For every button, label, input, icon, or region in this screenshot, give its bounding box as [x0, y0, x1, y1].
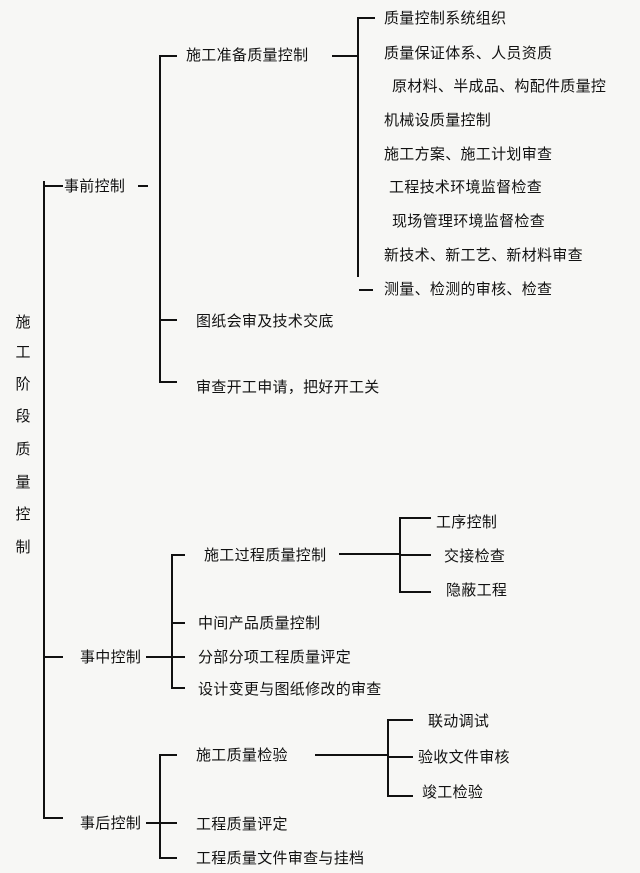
prep-item: 新技术、新工艺、新材料审查 — [384, 246, 583, 264]
prep-item: 施工方案、施工计划审查 — [384, 145, 553, 163]
root-char: 阶 — [15, 375, 31, 393]
prep-item: 原材料、半成品、构配件质量控 — [392, 77, 607, 95]
intermediate-product-label: 中间产品质量控制 — [198, 614, 321, 632]
prep-quality-label: 施工准备质量控制 — [186, 46, 309, 64]
prep-item: 工程技术环境监督检查 — [389, 178, 543, 196]
pre-control-label: 事前控制 — [64, 177, 126, 195]
prep-item: 质量控制系统组织 — [384, 9, 507, 27]
subdivision-evaluation-label: 分部分项工程质量评定 — [198, 648, 352, 666]
quality-evaluation-label: 工程质量评定 — [196, 815, 288, 833]
post-control-label: 事后控制 — [80, 814, 142, 832]
prep-item: 现场管理环境监督检查 — [392, 212, 546, 230]
prep-item: 质量保证体系、人员资质 — [384, 44, 553, 62]
inspection-label: 施工质量检验 — [196, 746, 288, 764]
prep-item: 机械设质量控制 — [384, 111, 492, 129]
process-item: 交接检查 — [444, 547, 506, 565]
root-char: 制 — [15, 538, 31, 556]
process-quality-label: 施工过程质量控制 — [204, 546, 327, 564]
root-char: 段 — [15, 407, 31, 425]
drawing-review-label: 图纸会审及技术交底 — [196, 312, 334, 330]
inspection-item: 竣工检验 — [422, 783, 484, 801]
design-change-review-label: 设计变更与图纸修改的审查 — [198, 680, 382, 698]
inspection-item: 联动调试 — [428, 712, 490, 730]
root-char: 控 — [15, 505, 31, 523]
process-item: 隐蔽工程 — [446, 581, 508, 599]
document-archive-label: 工程质量文件审查与挂档 — [196, 849, 365, 867]
root-char: 质 — [15, 440, 31, 458]
root-char: 施 — [15, 313, 31, 331]
root-char: 量 — [15, 473, 31, 491]
mid-control-label: 事中控制 — [80, 648, 142, 666]
root-char: 工 — [15, 343, 31, 361]
start-review-label: 审查开工申请，把好开工关 — [196, 378, 380, 396]
process-item: 工序控制 — [436, 513, 498, 531]
inspection-item: 验收文件审核 — [418, 748, 510, 766]
prep-item: 测量、检测的审核、检查 — [384, 280, 553, 298]
